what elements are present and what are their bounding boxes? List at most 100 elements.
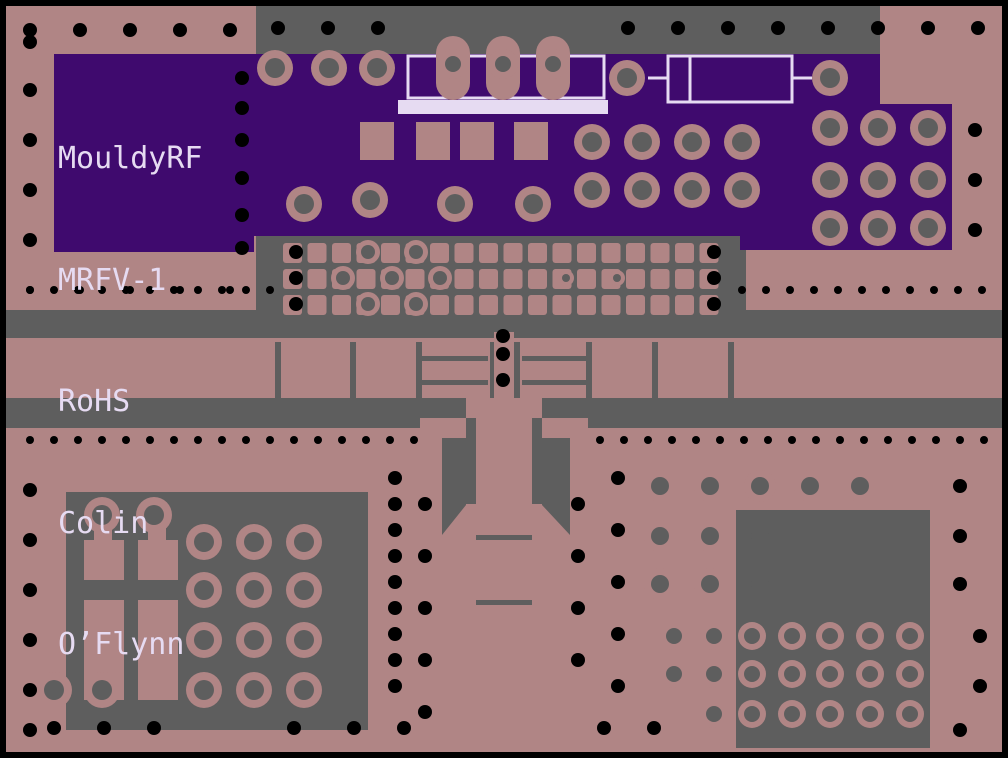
pad-drill-hole [918,218,938,238]
via [980,436,988,444]
via [98,286,106,294]
via [386,436,394,444]
via [235,241,249,255]
pad-drill-hole [901,527,919,545]
grid-pad [356,269,376,289]
via [218,436,226,444]
via [906,286,914,294]
via [176,286,184,294]
silk-line-2: MRFV-1 [58,262,167,298]
via [930,286,938,294]
grid-pad [577,243,596,263]
via [23,183,37,197]
pad-drill-hole [651,575,669,593]
silk-line-1: MouldyRF [58,141,203,176]
pad-drill-hole [617,68,637,88]
via [418,549,432,563]
grid-pad [552,295,572,315]
pad-drill-hole [265,58,285,78]
pad-drill-hole [822,628,838,644]
grid-pad [479,269,498,289]
smd-pads [360,52,996,160]
grid-pad [332,243,351,263]
pad-drill-hole [409,297,423,311]
via [388,653,402,667]
grid-pad [577,295,596,315]
pad-drill-hole [706,628,722,644]
via [23,83,37,97]
pad-drill-hole [562,274,570,282]
via [97,721,111,735]
pad-drill-hole [751,575,769,593]
grid-pad [650,243,670,263]
via [235,101,249,115]
via [884,436,892,444]
grid-pad [675,269,694,289]
via [571,549,585,563]
grid-pad [381,295,400,315]
via [956,436,964,444]
via [647,721,661,735]
via [707,271,721,285]
via [23,683,37,697]
via [968,173,982,187]
pad-drill-hole [445,56,461,72]
pad-drill-hole [851,527,869,545]
via [223,23,237,37]
grid-pad [675,243,694,263]
pad-drill-hole [632,132,652,152]
via [620,436,628,444]
via [321,21,335,35]
grid-pad [528,243,547,263]
via [571,601,585,615]
pad-drill-hole [651,527,669,545]
pad-drill-hole [862,706,878,722]
grid-pad [479,295,498,315]
via [908,436,916,444]
grid-pad [626,243,645,263]
via [496,373,510,387]
via [23,583,37,597]
via [496,347,510,361]
via [953,723,967,737]
grid-pad [601,243,621,263]
via [788,436,796,444]
grid-pad [577,269,596,289]
via [812,436,820,444]
grid-pad [430,243,449,263]
pad-drill-hole [820,68,840,88]
grid-pad [307,243,327,263]
grid-pad [454,269,474,289]
pad-drill-hole [820,118,840,138]
via [26,436,34,444]
pad-drill-hole [751,477,769,495]
pad-drill-hole [445,194,465,214]
via [289,271,303,285]
via [235,171,249,185]
via [23,133,37,147]
pad-drill-hole [367,58,387,78]
via [289,245,303,259]
via [810,286,818,294]
pad-drill-hole [294,630,314,650]
via [971,21,985,35]
via [496,329,510,343]
pad-drill-hole [706,666,722,682]
pad-drill-hole [701,477,719,495]
via [771,21,785,35]
via [571,497,585,511]
via [621,21,635,35]
via [596,436,604,444]
pad-drill-hole [682,180,702,200]
via [371,21,385,35]
via [418,601,432,615]
via [388,601,402,615]
via [242,436,250,444]
via [47,721,61,735]
via [271,21,285,35]
via [235,133,249,147]
via [882,286,890,294]
via-holes [23,21,988,737]
pad-drill-hole [613,274,621,282]
